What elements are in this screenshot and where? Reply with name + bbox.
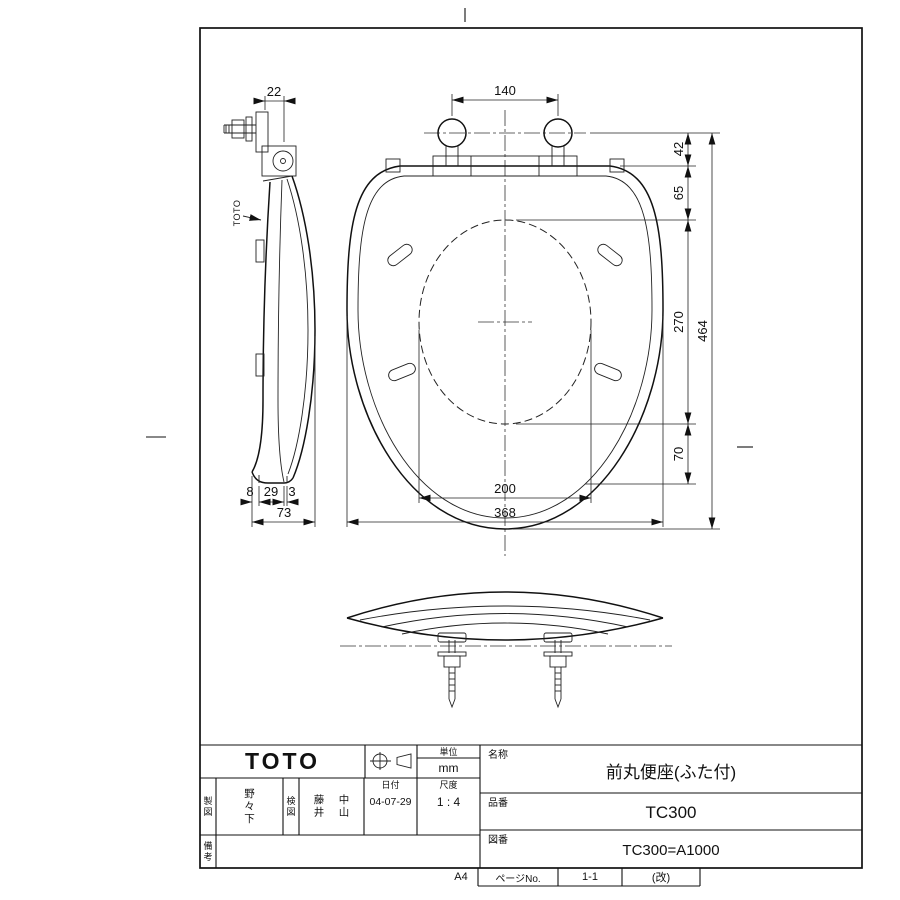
part-number-label: 品番 — [488, 797, 508, 809]
third-angle-projection-icon — [370, 752, 412, 770]
checker-label: 検図 — [285, 795, 296, 818]
remarks-label: 備考 — [202, 840, 213, 863]
drafter-value: 野々下 — [243, 787, 255, 826]
scale-label: 尺度 — [439, 780, 458, 790]
dim-hinge-offset: 22 — [267, 84, 281, 99]
name-label: 名称 — [488, 749, 508, 761]
lid-bottom-arc — [346, 617, 664, 641]
drafter-label: 製図 — [202, 795, 213, 818]
hinge-pivot — [272, 150, 294, 172]
hinge-block-right — [609, 158, 625, 173]
bumper-top-left — [387, 243, 413, 267]
brand-mark-leader — [242, 214, 262, 221]
side-view: TOTO — [223, 111, 316, 484]
dim-seat-thickness: 29 — [264, 484, 278, 499]
dim-opening-length: 270 — [671, 311, 686, 333]
unit-value: mm — [438, 761, 459, 775]
page-number-value: 1-1 — [582, 871, 598, 883]
bolt-nut — [231, 119, 245, 139]
brand-mark-label: TOTO — [232, 200, 242, 227]
side-view-dimensions: 22 8 29 3 73 — [240, 84, 316, 527]
lid-outline — [346, 165, 664, 530]
hinge-bar — [432, 155, 578, 177]
hinge-block-left — [385, 158, 401, 173]
seat-bottom-edge — [251, 471, 294, 484]
date-label: 日付 — [381, 780, 400, 790]
hinge-boss-left — [437, 632, 467, 643]
paper-size-label: A4 — [454, 871, 468, 883]
revision-label: (改) — [651, 872, 671, 884]
bumper-side-upper — [255, 239, 265, 263]
drawing-number-label: 図番 — [488, 834, 508, 846]
lid-inner-edge — [357, 175, 653, 519]
drawing-number-value: TC300=A1000 — [622, 841, 720, 859]
hinge-bolt-left — [437, 118, 467, 148]
name-value: 前丸便座(ふた付) — [605, 762, 737, 782]
seat-lid-junction — [277, 179, 285, 483]
dim-opening-width: 200 — [494, 481, 516, 496]
hinge-boss-right — [543, 632, 573, 643]
bumper-top-right — [597, 243, 623, 267]
checker-value-2: 中山 — [337, 794, 350, 819]
lid-profile-outer — [291, 175, 316, 479]
page-number-label: ページNo. — [495, 873, 541, 885]
seat-profile-outer — [251, 181, 271, 473]
top-view-dimensions: 140 42 65 270 70 464 200 368 — [346, 83, 720, 530]
dim-gap: 3 — [288, 484, 295, 499]
toto-logo: TOTO — [244, 748, 321, 774]
mounting-bolt-right — [543, 639, 573, 708]
dim-lid-edge-to-opening: 65 — [671, 186, 686, 200]
sheet-frame — [199, 27, 863, 869]
top-view — [346, 110, 664, 556]
checker-value-1: 藤井 — [312, 794, 325, 819]
part-number-value: TC300 — [645, 802, 697, 822]
dim-overall-length: 464 — [695, 320, 710, 342]
dim-hinge-bolt-spacing: 140 — [494, 83, 516, 98]
dim-opening-to-front: 70 — [671, 447, 686, 461]
bumper-bottom-right — [594, 362, 622, 382]
seat-opening-hidden-line — [418, 219, 592, 425]
hinge-bolt-right — [543, 118, 573, 148]
unit-label: 単位 — [439, 747, 458, 757]
bolt-washer — [245, 116, 253, 142]
bumper-side-lower — [255, 353, 265, 377]
date-value: 04-07-29 — [369, 796, 412, 808]
dim-overall-width: 368 — [494, 505, 516, 520]
dim-hinge-to-lid-edge: 42 — [671, 142, 686, 156]
lid-profile-inner — [286, 178, 309, 475]
hinge-housing — [261, 145, 297, 177]
checker-values: 藤井 中山 — [299, 778, 364, 835]
lid-top-arc — [346, 591, 664, 619]
front-view — [340, 591, 672, 708]
scale-value: 1 : 4 — [436, 795, 461, 809]
dim-front-lip: 8 — [246, 484, 253, 499]
title-block-grid — [200, 744, 862, 887]
dim-total-thickness: 73 — [277, 505, 291, 520]
mounting-bolt-left — [437, 639, 467, 708]
bumper-bottom-left — [388, 362, 416, 382]
